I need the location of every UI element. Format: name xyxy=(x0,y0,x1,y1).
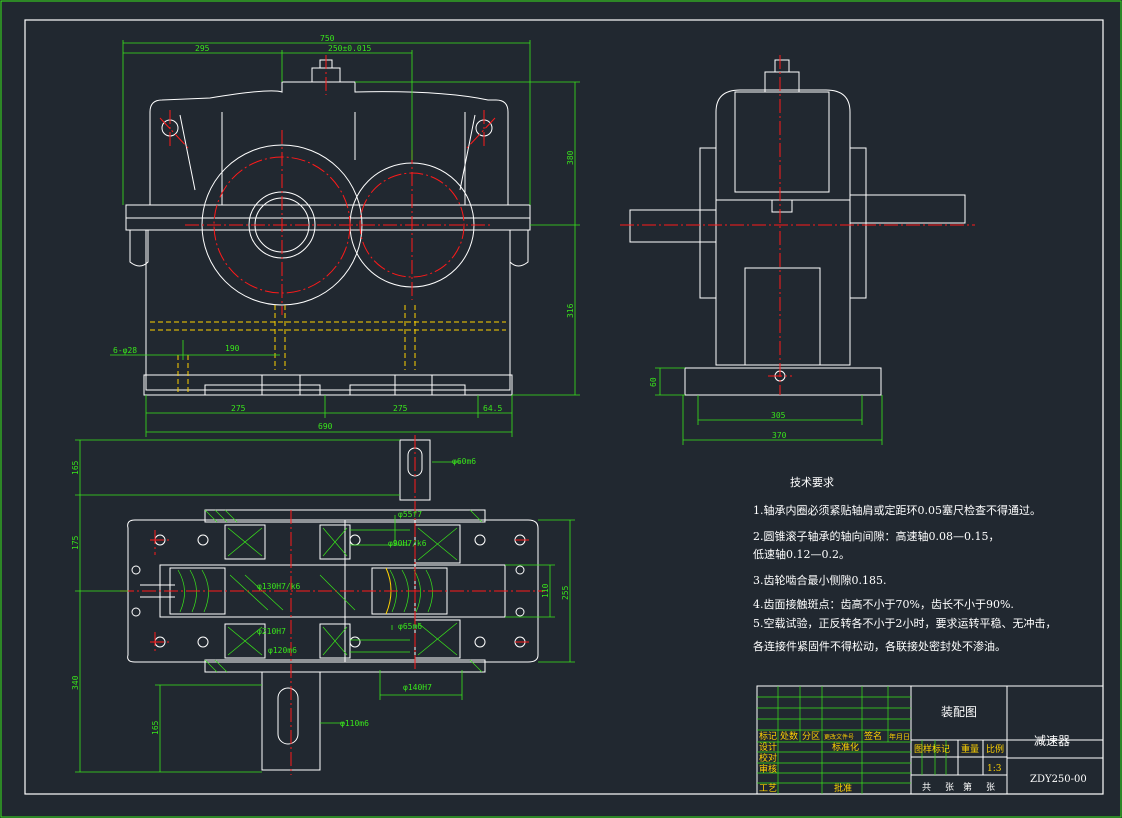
header-zone: 分区 xyxy=(802,731,820,742)
drawing-type: 装配图 xyxy=(941,705,977,719)
sheet-total-label: 共 xyxy=(922,782,931,793)
dim-fit-7: φ140H7 xyxy=(403,683,432,692)
dim-lower-shaft-len: 165 xyxy=(151,720,160,735)
dim-height-lower: 316 xyxy=(566,303,575,318)
scale-value: 1:3 xyxy=(987,764,1002,774)
ratio-label: 比例 xyxy=(986,743,1004,755)
front-view xyxy=(110,40,580,437)
title-block: 标记 处数 分区 更改文件号 签名 年月日 设计 校对 审核 工艺 标准化 批准… xyxy=(756,685,1104,795)
tech-requirement-line: 2.圆锥滚子轴承的轴向间隙：高速轴0.08—0.15， xyxy=(753,529,999,543)
sheet-unit-label: 张 xyxy=(945,782,954,793)
standardization-label: 标准化 xyxy=(832,741,859,753)
row-check: 校对 xyxy=(759,752,777,764)
side-view-dimensions: 60 305 370 xyxy=(649,377,787,440)
dim-bolt-spec: 6-φ28 xyxy=(113,346,137,355)
top-view-dimensions: 165 175 340 165 φ60m6 φ55f7 φ90H7/k6 φ13… xyxy=(71,457,570,735)
tech-requirement-line: 5.空载试验，正反转各不小于2小时，要求运转平稳、无冲击， xyxy=(753,616,1057,630)
dim-base-right: 64.5 xyxy=(483,404,502,413)
dim-height-upper: 380 xyxy=(566,150,575,165)
dim-overall-width: 750 xyxy=(320,34,335,43)
header-signature: 签名 xyxy=(864,730,882,742)
sheet-current-label: 第 xyxy=(963,781,972,793)
header-date: 年月日 xyxy=(889,732,910,741)
header-count: 处数 xyxy=(780,730,798,742)
weight-label: 重量 xyxy=(961,743,979,755)
row-design: 设计 xyxy=(759,741,777,753)
row-review: 审核 xyxy=(759,763,777,775)
dim-fit-6: φ65m6 xyxy=(398,622,422,631)
dim-base-left: 275 xyxy=(231,404,246,413)
tech-requirement-line: 低速轴0.12—0.2。 xyxy=(753,547,850,561)
dim-top-overall-width: 255 xyxy=(561,585,570,600)
header-mark: 标记 xyxy=(759,730,777,742)
part-name: 减速器 xyxy=(1034,734,1070,748)
tech-requirement-line: 3.齿轮啮合最小侧隙0.185. xyxy=(753,573,886,587)
dim-fit-1: φ55f7 xyxy=(398,510,422,519)
technical-requirements: 技术要求 1.轴承内圈必须紧贴轴肩或定距环0.05塞尺检查不得通过。 2.圆锥滚… xyxy=(753,476,1057,653)
dim-lower-body: 340 xyxy=(71,675,80,690)
dim-foot-height: 60 xyxy=(649,377,658,387)
tech-requirement-line: 各连接件紧固件不得松动，各联接处密封处不渗油。 xyxy=(753,639,1006,653)
dim-fit-4: φ210H7 xyxy=(257,627,286,636)
dim-left-offset: 295 xyxy=(195,44,210,53)
dim-top-inner-width: 110 xyxy=(541,583,550,598)
top-view xyxy=(75,435,575,775)
dim-side-inner-width: 305 xyxy=(771,411,786,420)
tech-requirement-line: 1.轴承内圈必须紧贴轴肩或定距环0.05塞尺检查不得通过。 xyxy=(753,503,1041,517)
dim-fit-5: φ120m6 xyxy=(268,646,297,655)
front-view-dimensions: 750 295 250±0.015 380 316 6-φ28 190 275 … xyxy=(113,34,575,431)
dim-center-distance: 250±0.015 xyxy=(328,44,372,53)
side-view xyxy=(620,55,975,445)
dim-bolt-offset: 190 xyxy=(225,344,240,353)
sheet-unit-label-2: 张 xyxy=(986,782,995,793)
row-process: 工艺 xyxy=(759,783,777,794)
header-change-doc: 更改文件号 xyxy=(824,733,854,741)
dim-upper-shaft-len: 165 xyxy=(71,460,80,475)
dim-base-overall: 690 xyxy=(318,422,333,431)
tech-requirement-line: 4.齿面接触斑点：齿高不小于70%，齿长不小于90%. xyxy=(753,597,1014,611)
dim-shaft-dia-top: φ60m6 xyxy=(452,457,476,466)
stage-mark-label: 图样标记 xyxy=(914,743,950,755)
dim-side-outer-width: 370 xyxy=(772,431,787,440)
dim-base-mid: 275 xyxy=(393,404,408,413)
drawing-number: ZDY250-00 xyxy=(1030,774,1087,785)
dim-fit-3: φ130H7/k6 xyxy=(257,582,301,591)
approval-label: 批准 xyxy=(834,782,852,794)
dim-shaft-dia-bottom: φ110m6 xyxy=(340,719,369,728)
dim-fit-2: φ90H7/k6 xyxy=(388,539,427,548)
drawing-border xyxy=(24,19,1104,795)
dim-body-depth: 175 xyxy=(71,535,80,550)
tech-requirements-title: 技术要求 xyxy=(790,476,834,489)
